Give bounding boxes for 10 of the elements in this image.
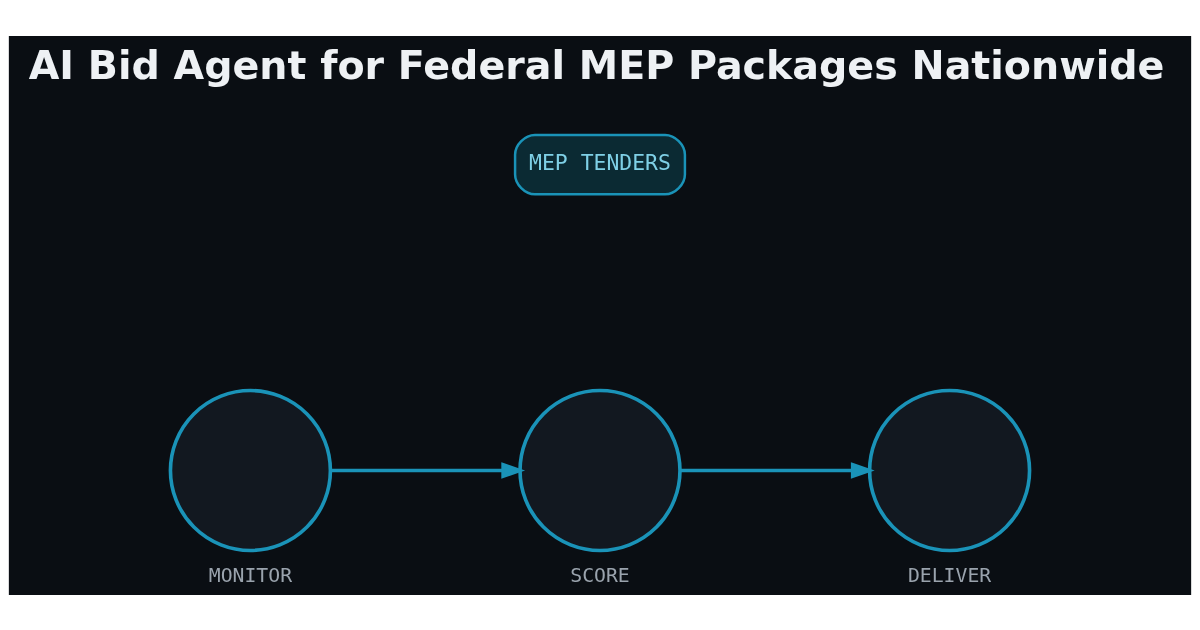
- node-circle: [518, 388, 682, 552]
- node-circle: [867, 388, 1032, 552]
- node-label: SCORE: [570, 563, 630, 587]
- arrow: [331, 461, 526, 479]
- node-label: MONITOR: [208, 563, 293, 587]
- node-label: DELIVER: [907, 563, 992, 587]
- node-box: MEP TENDERS: [513, 133, 687, 196]
- diagram-title: AI Bid Agent for Federal MEP Packages Nationwide: [28, 41, 1165, 88]
- node-circle: [168, 388, 333, 552]
- arrow: [680, 461, 875, 479]
